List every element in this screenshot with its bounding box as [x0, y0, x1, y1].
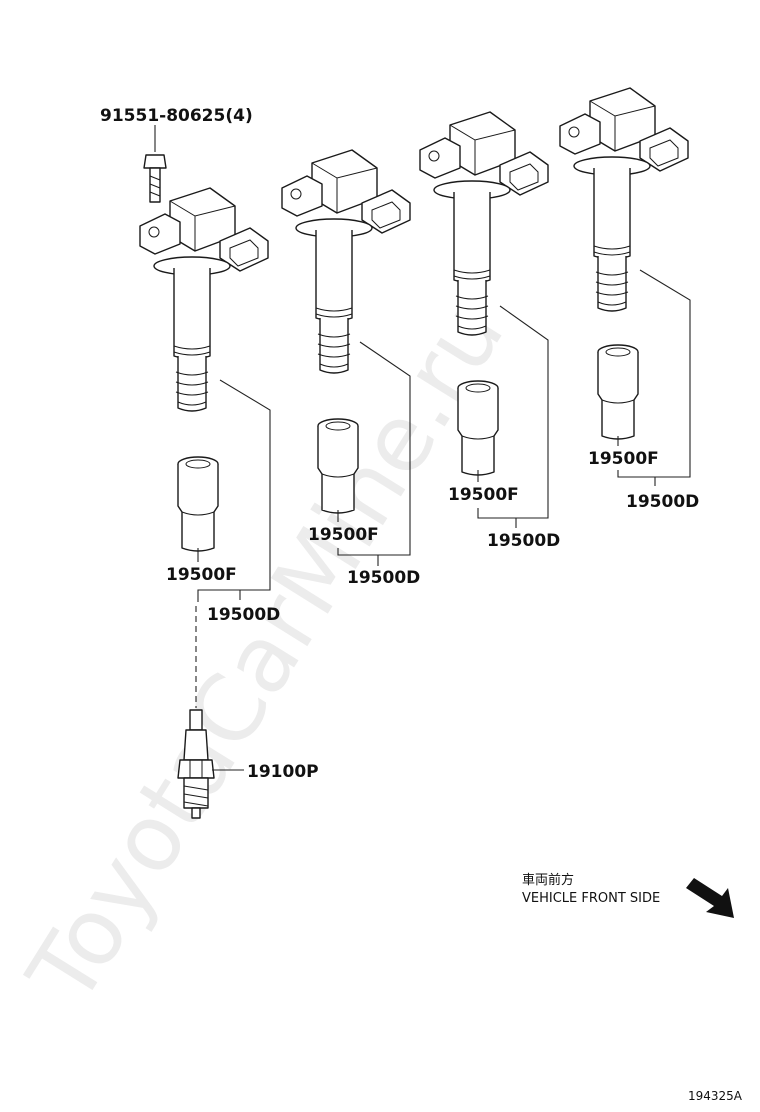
- boot-4-part-number: 19500F: [588, 449, 659, 469]
- plug-part-number: 19100P: [247, 762, 319, 782]
- coil-boot-1: [177, 456, 219, 552]
- boot-1-part-number: 19500F: [166, 565, 237, 585]
- arrow-down-right-icon: [686, 878, 734, 918]
- boot-2-part-number: 19500F: [308, 525, 379, 545]
- assy-2-leader: [337, 341, 411, 556]
- assy-4-part-number: 19500D: [626, 492, 699, 512]
- spark-plug: [177, 709, 215, 819]
- figure-number: 194325A: [688, 1089, 743, 1103]
- assy-3-leader: [477, 305, 549, 519]
- ignition-coil-1: [139, 187, 269, 412]
- assy-1-part-number: 19500D: [207, 605, 280, 625]
- bolt-part-number: 91551-80625(4): [100, 106, 253, 126]
- ignition-coil-2: [281, 149, 411, 374]
- assy-2-part-number: 19500D: [347, 568, 420, 588]
- assy-1-leader: [197, 379, 271, 602]
- direction-japanese-label: 車両前方: [522, 872, 574, 888]
- direction-english-label: VEHICLE FRONT SIDE: [522, 891, 660, 906]
- boot-3-part-number: 19500F: [448, 485, 519, 505]
- coil-boot-3: [457, 380, 499, 476]
- bolt-part: [143, 154, 167, 203]
- coil-boot-4: [597, 344, 639, 440]
- watermark-text: ToyotaCarMine.ru: [7, 283, 524, 1022]
- assy-4-leader: [617, 269, 691, 478]
- assy-3-part-number: 19500D: [487, 531, 560, 551]
- ignition-coil-4: [559, 87, 689, 312]
- coil-boot-2: [317, 418, 359, 514]
